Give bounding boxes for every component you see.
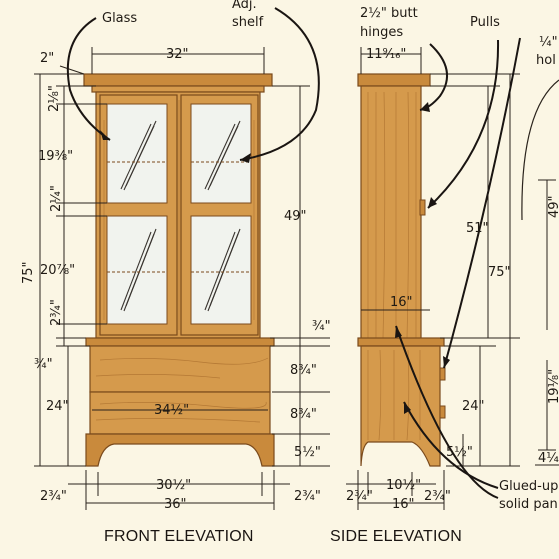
side-base-grain	[367, 349, 421, 441]
adj-shelf-arrow	[239, 7, 320, 161]
side-dimension-lines	[346, 47, 520, 510]
dim-upper-glass: 19⅜"	[38, 149, 73, 164]
partial-dim-49: 49"	[547, 195, 559, 218]
base-pull-2	[439, 405, 446, 419]
side-dim-top-depth: 11⁹⁄₁₆"	[366, 47, 406, 62]
front-drawer-upper	[89, 345, 271, 393]
dim-foot: 5½"	[294, 445, 321, 460]
side-dim-inner: 10½"	[386, 478, 421, 493]
adj-shelf-callout-2: shelf	[232, 15, 264, 30]
glass-pane-lower-right	[190, 215, 252, 325]
side-dim-75: 75"	[488, 265, 511, 280]
glued-panel-callout-2: solid pan	[499, 497, 558, 512]
front-grain	[95, 100, 269, 423]
front-crown-lower	[91, 85, 265, 93]
dim-right-ledge: ¾"	[312, 319, 331, 334]
side-dim-right-overhang: 2¾"	[424, 489, 451, 504]
arrowheads	[100, 102, 450, 414]
dim-bottom-rail: 2¾"	[49, 299, 64, 326]
pulls-callout: Pulls	[470, 15, 500, 30]
side-elevation-caption: SIDE ELEVATION	[330, 528, 462, 545]
dim-inner-width: 30½"	[156, 478, 191, 493]
dim-mid-rail: 2¼"	[49, 185, 64, 212]
side-crown	[357, 73, 431, 87]
glass-pane-lower-left	[106, 215, 168, 325]
partial-dim-4: 4¼	[538, 451, 559, 466]
dim-lower-glass: 20⅞"	[40, 263, 75, 278]
front-base-foot	[85, 433, 275, 467]
glass-callout: Glass	[102, 11, 137, 26]
glass-reflections	[120, 120, 241, 312]
butt-hinges-callout-2: hinges	[360, 25, 403, 40]
butt-hinges-callout-1: 2½" butt	[360, 6, 418, 21]
dim-drawer-width: 34½"	[154, 403, 189, 418]
front-cabinet	[83, 73, 275, 467]
glued-panel-arrow-1	[403, 401, 499, 489]
dim-width-top: 32"	[166, 47, 189, 62]
dim-rail-top: 2⅛"	[47, 85, 62, 112]
side-dim-left-overhang: 2¾"	[346, 489, 373, 504]
partial-dim-19: 19⅛"	[547, 369, 559, 404]
front-dimension-lines	[34, 47, 330, 510]
dim-drawer1: 8¾"	[290, 363, 317, 378]
upper-door-pull	[419, 199, 426, 216]
dim-top-overhang: 2"	[40, 51, 54, 66]
dim-ledge: ¾"	[34, 357, 53, 372]
front-elevation-caption: FRONT ELEVATION	[104, 528, 254, 545]
callout-arrows	[66, 7, 521, 499]
side-dim-16: 16"	[390, 295, 413, 310]
quarter-hole-callout-2: hol	[536, 53, 556, 68]
side-dim-16-bottom: 16"	[392, 497, 415, 512]
front-base-ledge	[85, 337, 275, 347]
glued-panel-arrow-2	[395, 325, 499, 499]
side-upper-grain	[367, 91, 417, 339]
dim-left-overhang: 2¾"	[40, 489, 67, 504]
side-dim-foot: 5½"	[446, 445, 473, 460]
glued-panel-callout-1: Glued-up	[499, 479, 558, 494]
front-crown	[83, 73, 273, 87]
adj-shelf-lines	[107, 161, 251, 273]
quarter-hole-callout-1: ¼"	[539, 35, 558, 50]
side-cabinet	[357, 73, 446, 467]
dim-overall-width: 36"	[164, 497, 187, 512]
side-upper-case	[360, 85, 422, 341]
pulls-arrow-1	[427, 39, 500, 209]
dim-upper-height: 49"	[284, 209, 307, 224]
dim-right-overhang: 2¾"	[294, 489, 321, 504]
pulls-arrow-2	[443, 37, 521, 369]
side-dim-51: 51"	[466, 221, 489, 236]
dim-base-height: 24"	[46, 399, 69, 414]
front-drawer-lower	[89, 391, 271, 435]
glass-arrow	[66, 17, 111, 141]
adj-shelf-callout-1: Adj.	[232, 0, 257, 12]
side-dim-24: 24"	[462, 399, 485, 414]
dim-total-height: 75"	[21, 261, 36, 284]
base-pull-1	[439, 367, 446, 381]
partial-dims	[535, 179, 559, 466]
dim-drawer2: 8¾"	[290, 407, 317, 422]
partial-view-edge	[521, 79, 559, 221]
